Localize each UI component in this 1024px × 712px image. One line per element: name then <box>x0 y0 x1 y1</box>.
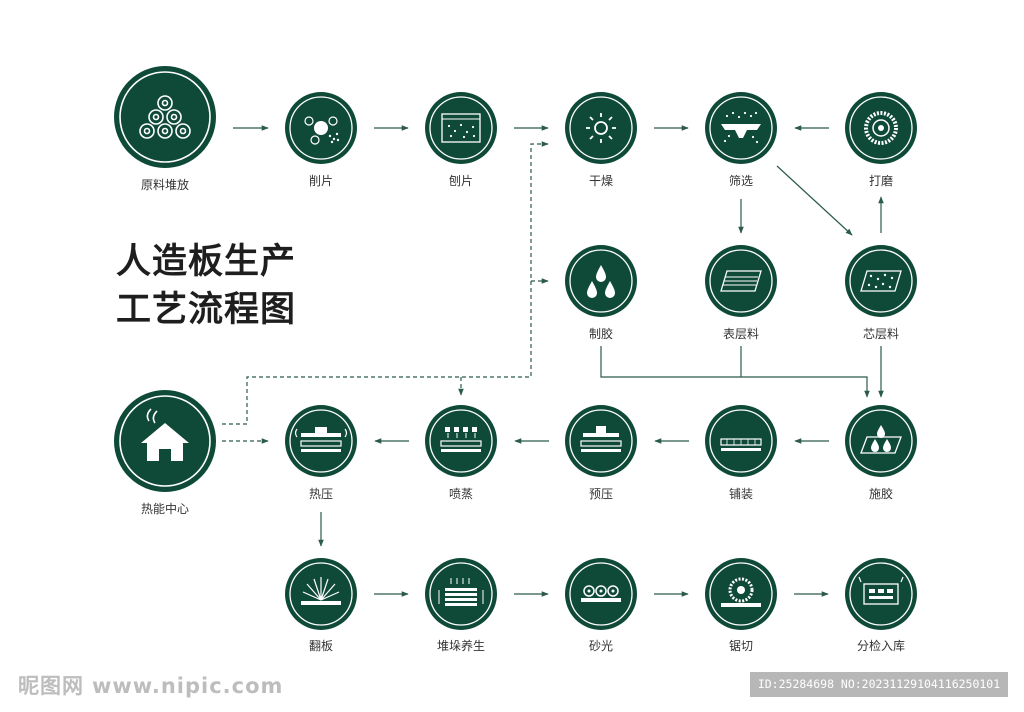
node-hot-press <box>285 405 357 477</box>
node-label: 削片 <box>309 174 333 188</box>
glue-drops-icon <box>587 265 615 298</box>
node-flaking <box>425 92 497 164</box>
node-label: 预压 <box>589 487 613 501</box>
grinding-disc-icon <box>864 111 898 145</box>
node-label: 制胶 <box>589 326 613 341</box>
node-label: 刨片 <box>449 173 473 188</box>
node-board-turning <box>285 558 357 630</box>
node-glue-applying <box>845 405 917 477</box>
node-label: 热能中心 <box>141 501 189 516</box>
sanding-icon <box>581 585 621 602</box>
connectors <box>233 125 884 597</box>
node-drying <box>565 92 637 164</box>
node-label: 施胶 <box>869 486 893 501</box>
stacking-icon <box>438 578 484 606</box>
node-chipping <box>285 92 357 164</box>
saw-blade-icon <box>721 577 761 607</box>
glue-apply-icon <box>860 425 902 454</box>
node-forming <box>705 405 777 477</box>
dashed-heat-to-dry <box>222 141 549 425</box>
node-label: 砂光 <box>589 639 613 653</box>
warehouse-icon <box>858 576 904 605</box>
node-steaming <box>425 405 497 477</box>
surface-material-icon <box>720 270 762 292</box>
node-label: 喷蒸 <box>449 487 473 501</box>
watermark-id: ID:25284698 NO:20231129104116250101 <box>750 672 1008 697</box>
node-label: 堆垛养生 <box>437 638 485 653</box>
node-label: 芯层料 <box>863 327 899 341</box>
chipper-icon <box>304 116 340 145</box>
node-sanding <box>565 558 637 630</box>
node-glue-making <box>565 245 637 317</box>
node-label: 表层料 <box>723 327 759 341</box>
sun-icon <box>586 113 616 143</box>
node-pre-press <box>565 405 637 477</box>
house-icon <box>141 408 189 461</box>
node-label: 锯切 <box>729 638 753 653</box>
node-screening <box>705 92 777 164</box>
node-label: 打磨 <box>869 174 893 188</box>
pre-press-icon <box>580 426 622 452</box>
node-core-material <box>845 245 917 317</box>
node-label: 筛选 <box>729 173 753 188</box>
watermark-site-url: www.nipic.com <box>92 674 284 698</box>
board-turner-icon <box>301 577 341 605</box>
node-heat-center <box>114 390 216 492</box>
node-surface-material <box>705 245 777 317</box>
title-line-2: 工艺流程图 <box>116 290 297 330</box>
flaker-icon <box>441 113 481 143</box>
hot-press-icon <box>294 427 348 452</box>
core-material-icon <box>860 270 902 292</box>
node-label: 铺装 <box>729 487 753 501</box>
node-label: 干燥 <box>589 174 613 188</box>
title-line-1: 人造板生产 <box>116 242 297 282</box>
diagram-title: 人造板生产 工艺流程图 <box>116 238 296 334</box>
forming-icon <box>720 438 762 451</box>
node-label: 原料堆放 <box>141 177 189 192</box>
node-label: 分检入库 <box>857 638 905 653</box>
screen-icon <box>721 111 761 144</box>
arrow-screen-to-core <box>776 165 853 236</box>
log-pile-icon <box>139 95 191 139</box>
arrow-glue-to-apply <box>600 346 870 398</box>
node-stacking <box>425 558 497 630</box>
node-grinding <box>845 92 917 164</box>
node-sawing <box>705 558 777 630</box>
node-grading-storage <box>845 558 917 630</box>
watermark-logo: 昵图网 www.nipic.com <box>18 670 291 700</box>
heat-connectors <box>222 141 549 444</box>
node-label: 热压 <box>309 487 333 501</box>
watermark-site-name: 昵图网 <box>18 674 84 698</box>
steam-icon <box>440 427 482 452</box>
node-raw-material <box>114 66 216 168</box>
node-label: 翻板 <box>309 639 333 653</box>
